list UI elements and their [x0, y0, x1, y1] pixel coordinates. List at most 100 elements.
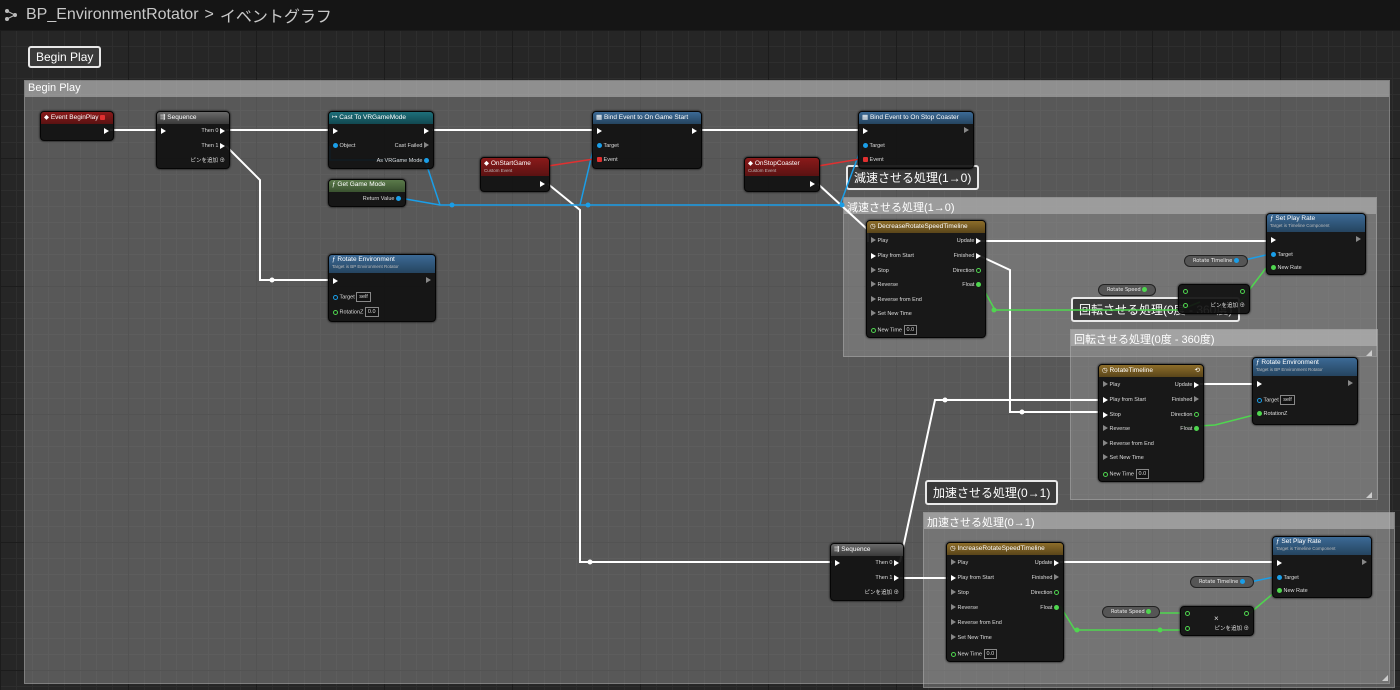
new-time-field[interactable]: 0.0 [983, 649, 998, 659]
comment-resize-handle[interactable] [1382, 675, 1388, 681]
float-out-pin[interactable] [1054, 605, 1059, 611]
variable-rotate-timeline-1[interactable]: Rotate Timeline [1184, 255, 1248, 267]
delegate-pin[interactable] [100, 114, 106, 120]
node-increase-timeline[interactable]: ◷ IncreaseRotateSpeedTimeline Play Play … [946, 542, 1064, 662]
exec-out-pin[interactable] [894, 574, 899, 581]
exec-out-pin[interactable] [220, 142, 225, 149]
exec-in-pin[interactable] [1277, 559, 1282, 566]
exec-in-pin[interactable] [1103, 425, 1108, 432]
exec-in-pin[interactable] [863, 127, 868, 134]
comment-bubble-begin-play[interactable]: Begin Play [28, 46, 102, 68]
float-pin[interactable] [1185, 611, 1190, 617]
float-out-pin[interactable] [1240, 289, 1245, 295]
exec-in-pin[interactable] [871, 281, 876, 288]
exec-out-pin[interactable] [976, 237, 981, 244]
variable-rotate-speed-1[interactable]: Rotate Speed [1098, 284, 1157, 296]
exec-out-pin[interactable] [1194, 396, 1199, 403]
node-multiply-2[interactable]: × ピンを追加 ⊕ [1180, 606, 1254, 636]
event-pin[interactable] [597, 157, 602, 163]
exec-in-pin[interactable] [1103, 396, 1108, 403]
exec-in-pin[interactable] [951, 604, 956, 611]
exec-in-pin[interactable] [871, 296, 876, 303]
graph-canvas[interactable]: Begin Play 減速させる処理(1→0) 回転させる処理(0度 - 360… [0, 30, 1400, 690]
exec-out-pin[interactable] [424, 142, 429, 149]
exec-in-pin[interactable] [1103, 454, 1108, 461]
target-pin[interactable] [1271, 252, 1276, 258]
exec-out-pin[interactable] [810, 180, 815, 187]
exec-out-pin[interactable] [104, 127, 109, 134]
target-pin[interactable] [1257, 397, 1262, 403]
exec-out-pin[interactable] [894, 559, 899, 566]
add-pin-button[interactable]: ピンを追加 ⊕ [1210, 303, 1245, 309]
exec-out-pin[interactable] [1348, 380, 1353, 387]
float-pin[interactable] [1277, 588, 1282, 594]
exec-in-pin[interactable] [871, 252, 876, 259]
add-pin-button[interactable]: ピンを追加 ⊕ [1214, 626, 1249, 632]
node-bind-game-start[interactable]: ▦ Bind Event to On Game Start Target Eve… [592, 111, 702, 169]
exec-out-pin[interactable] [1356, 236, 1361, 243]
exec-in-pin[interactable] [951, 589, 956, 596]
target-pin[interactable] [863, 143, 868, 149]
comment-resize-handle[interactable] [1366, 350, 1372, 356]
exec-out-pin[interactable] [1054, 559, 1059, 566]
float-pin[interactable] [871, 327, 876, 333]
float-pin[interactable] [1271, 265, 1276, 271]
comment-resize-handle[interactable] [1366, 492, 1372, 498]
float-out-pin[interactable] [1244, 611, 1249, 617]
add-pin-button[interactable]: ピンを追加 ⊕ [190, 158, 225, 164]
node-event-begin-play[interactable]: ◆ Event BeginPlay [40, 111, 114, 141]
new-time-field[interactable]: 0.0 [903, 325, 918, 335]
node-multiply-1[interactable]: ピンを追加 ⊕ [1178, 284, 1250, 314]
exec-in-pin[interactable] [871, 310, 876, 317]
exec-in-pin[interactable] [333, 277, 338, 284]
object-out-pin[interactable] [424, 158, 429, 164]
add-pin-button[interactable]: ピンを追加 ⊕ [864, 590, 899, 596]
object-out-pin[interactable] [1233, 258, 1239, 263]
float-pin[interactable] [1183, 303, 1188, 309]
variable-rotate-speed-2[interactable]: Rotate Speed [1102, 606, 1161, 618]
float-out-pin[interactable] [1146, 609, 1152, 614]
event-pin[interactable] [863, 157, 868, 163]
exec-out-pin[interactable] [426, 277, 431, 284]
exec-in-pin[interactable] [951, 574, 956, 581]
direction-pin[interactable] [976, 268, 981, 274]
new-time-field[interactable]: 0.0 [1135, 469, 1150, 479]
float-pin[interactable] [333, 309, 338, 315]
float-out-pin[interactable] [976, 282, 981, 288]
comment-begin-play[interactable]: Begin Play [24, 80, 1390, 684]
exec-in-pin[interactable] [1257, 380, 1262, 387]
target-pin[interactable] [333, 294, 338, 300]
exec-out-pin[interactable] [540, 180, 545, 187]
node-rotate-timeline[interactable]: ◷ RotateTimeline⟲ Play Play from Start S… [1098, 364, 1204, 482]
exec-in-pin[interactable] [333, 127, 338, 134]
exec-out-pin[interactable] [976, 252, 981, 259]
target-field[interactable]: self [1280, 395, 1295, 405]
node-decrease-timeline[interactable]: ◷ DecreaseRotateSpeedTimeline Play Play … [866, 220, 986, 338]
exec-in-pin[interactable] [951, 619, 956, 626]
float-pin[interactable] [1257, 411, 1262, 417]
variable-rotate-timeline-2[interactable]: Rotate Timeline [1190, 576, 1254, 588]
exec-out-pin[interactable] [692, 127, 697, 134]
object-out-pin[interactable] [396, 196, 401, 202]
rotation-field[interactable]: 0.0 [364, 307, 379, 317]
node-cast-to-vrgamemode[interactable]: ↦ Cast To VRGameMode Object Cast Failed … [328, 111, 434, 169]
exec-in-pin[interactable] [1103, 440, 1108, 447]
node-get-game-mode[interactable]: ƒ Get Game Mode Return Value [328, 179, 406, 207]
object-pin[interactable] [333, 143, 338, 149]
exec-out-pin[interactable] [1054, 574, 1059, 581]
exec-out-pin[interactable] [1362, 559, 1367, 566]
blueprint-name[interactable]: BP_EnvironmentRotator [26, 6, 199, 23]
object-out-pin[interactable] [1239, 579, 1245, 584]
float-pin[interactable] [1183, 289, 1188, 295]
float-pin[interactable] [1103, 471, 1108, 477]
exec-in-pin[interactable] [871, 237, 876, 244]
direction-pin[interactable] [1194, 412, 1199, 418]
exec-in-pin[interactable] [1103, 411, 1108, 418]
exec-out-pin[interactable] [964, 127, 969, 134]
exec-in-pin[interactable] [161, 127, 166, 134]
